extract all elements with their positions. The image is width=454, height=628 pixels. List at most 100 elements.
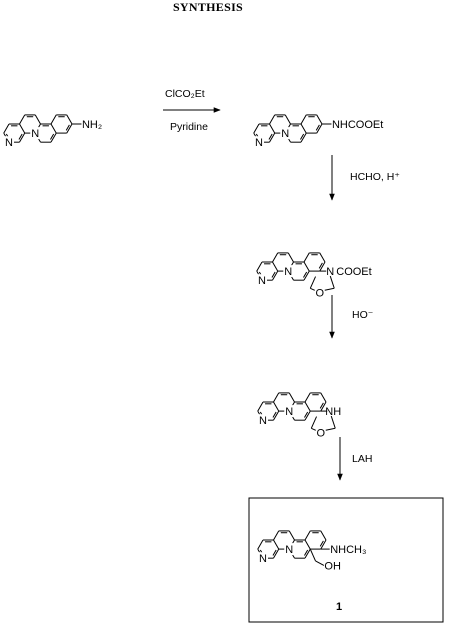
pyridine-n-atom: N <box>259 553 267 565</box>
ring-bond <box>304 401 311 412</box>
ring-bond <box>319 261 326 272</box>
ring-bond <box>273 410 280 421</box>
oxazine-bond <box>330 415 336 429</box>
acridine-n-atom: N <box>285 544 293 556</box>
atom-label-mask <box>284 543 295 556</box>
oxazine-bond <box>325 427 336 431</box>
double-bond-inner <box>272 549 277 556</box>
ring-bond <box>304 539 311 550</box>
ring-bond <box>304 548 311 559</box>
reagent-hydroxide: HO⁻ <box>352 309 374 321</box>
acridine-n-atom: N <box>285 406 293 418</box>
oxazine-bond <box>324 287 335 291</box>
double-bond-inner <box>315 124 320 131</box>
pyridine-n-atom: N <box>255 137 263 149</box>
double-bond-inner <box>271 271 276 278</box>
ring-bond <box>303 270 310 281</box>
ring-bond <box>19 114 26 125</box>
ring-bond <box>273 401 280 412</box>
oxazine-o-atom: O <box>316 427 325 439</box>
ring-bond <box>304 410 311 421</box>
reaction-step-1: ClCO₂Et Pyridine <box>163 88 221 133</box>
reagent-lah: LAH <box>352 453 372 465</box>
ring-bond <box>273 548 280 559</box>
ring-bond <box>272 270 279 281</box>
ring-bond <box>287 252 294 263</box>
pyridine-n-atom: N <box>258 275 266 287</box>
atom-label-mask <box>258 552 268 565</box>
acridine-n-atom: N <box>31 128 39 140</box>
double-bond-inner <box>65 124 70 131</box>
atom-label-mask <box>283 265 294 278</box>
oxazine-bond <box>310 287 315 291</box>
compound-oxazine-nh: N N NHO <box>257 392 341 439</box>
reaction-step-4: LAH <box>337 437 372 481</box>
pyridine-n-atom: N <box>259 415 267 427</box>
double-bond-inner <box>304 411 309 418</box>
ring-bond <box>303 252 310 263</box>
ring-bond <box>316 123 323 134</box>
pyridine-n-atom: N <box>5 137 13 149</box>
carbamate-substituent: COOEt <box>336 266 371 278</box>
oxazine-bond <box>329 275 335 289</box>
ring-bond <box>272 261 279 272</box>
ring-bond <box>319 252 326 263</box>
ring-bond <box>50 132 57 143</box>
ring-bond <box>256 261 263 272</box>
ring-system: N N NHO <box>257 392 341 439</box>
ring-bond <box>303 261 310 272</box>
hydroxyl-substituent: OH <box>324 560 341 572</box>
ring-bond <box>320 530 327 541</box>
ring-bond <box>50 123 57 134</box>
methylamino-substituent: NHCH₃ <box>330 544 366 556</box>
oxazine-bond <box>309 276 317 289</box>
oxazine-o-atom: O <box>315 287 324 299</box>
hydroxymethyl-bond <box>315 560 325 566</box>
double-bond-inner <box>272 411 277 418</box>
hydroxymethyl-bond <box>309 548 316 562</box>
reagent-formaldehyde-acid: HCHO, H⁺ <box>350 171 400 183</box>
ring-bond <box>320 401 327 412</box>
ring-bond <box>50 114 57 125</box>
double-bond-inner <box>268 133 273 140</box>
oxazine-n-atom: N <box>326 266 334 278</box>
double-bond-inner <box>50 133 55 140</box>
atom-label-mask <box>254 136 264 149</box>
ring-bond <box>269 123 276 134</box>
ring-bond <box>273 539 280 550</box>
reaction-step-2: HCHO, H⁺ <box>329 155 400 201</box>
atom-label-mask <box>4 136 14 149</box>
ring-bond <box>288 530 295 541</box>
ring-system: N N NHCH₃ OH <box>257 530 366 572</box>
atom-label-mask <box>257 274 267 287</box>
ring-bond <box>300 123 307 134</box>
ring-bond <box>34 114 41 125</box>
ring-bond <box>19 132 26 143</box>
ring-bond <box>253 123 260 134</box>
ring-system: N N NH₂ <box>3 114 102 149</box>
amino-substituent: NH₂ <box>82 119 102 131</box>
scheme-title: SYNTHESIS <box>173 0 243 14</box>
acridine-n-atom: N <box>281 128 289 140</box>
ring-bond <box>19 123 26 134</box>
oxazine-nh-atom: NH <box>325 406 341 418</box>
atom-label-mask <box>258 414 268 427</box>
reagent-pyridine: Pyridine <box>170 121 208 133</box>
ring-bond <box>288 392 295 403</box>
ring-bond <box>300 132 307 143</box>
atom-label-mask <box>284 405 295 418</box>
ring-bond <box>300 114 307 125</box>
compound-amine-start: N N NH₂ <box>3 114 102 149</box>
ring-bond <box>273 392 280 403</box>
final-product-box <box>248 497 444 623</box>
ring-bond <box>320 392 327 403</box>
ring-bond <box>257 401 264 412</box>
double-bond-inner <box>300 133 305 140</box>
ring-bond <box>3 123 10 134</box>
reaction-step-3: HO⁻ <box>329 295 374 339</box>
double-bond-inner <box>319 540 324 547</box>
